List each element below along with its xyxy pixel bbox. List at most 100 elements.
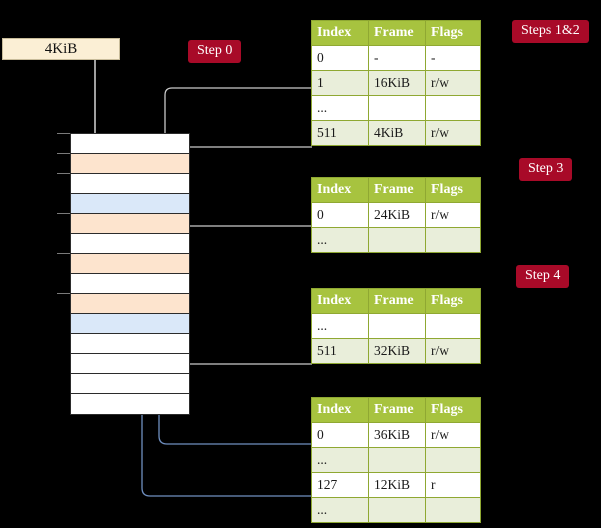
memory-block-0 bbox=[71, 134, 189, 154]
memory-block-11 bbox=[71, 354, 189, 374]
table-row: ... bbox=[311, 95, 481, 121]
memory-tick-2 bbox=[57, 173, 70, 174]
cell-flags: r bbox=[425, 472, 481, 498]
cell-index: ... bbox=[311, 227, 369, 253]
memory-block-2 bbox=[71, 174, 189, 194]
cell-index: 0 bbox=[311, 202, 369, 228]
memory-tick-3 bbox=[57, 213, 70, 214]
column-header-flags: Flags bbox=[425, 20, 481, 46]
cell-flags bbox=[425, 497, 481, 523]
memory-block-10 bbox=[71, 334, 189, 354]
table-header-row: Index Frame Flags bbox=[311, 20, 481, 46]
column-header-frame: Frame bbox=[368, 20, 426, 46]
cell-flags: r/w bbox=[425, 202, 481, 228]
table-row: ... bbox=[311, 227, 481, 253]
memory-block-13 bbox=[71, 394, 189, 414]
cell-frame bbox=[368, 313, 426, 339]
physical-memory-column bbox=[70, 133, 190, 415]
column-header-flags: Flags bbox=[425, 397, 481, 423]
cell-frame: 12KiB bbox=[368, 472, 426, 498]
cell-index: 1 bbox=[311, 70, 369, 96]
column-header-flags: Flags bbox=[425, 177, 481, 203]
table-row: ... bbox=[311, 497, 481, 523]
wire-steps12-b bbox=[176, 146, 312, 159]
source-size-label: 4KiB bbox=[44, 41, 78, 57]
memory-tick-4 bbox=[57, 253, 70, 254]
cell-frame bbox=[368, 447, 426, 473]
memory-block-1 bbox=[71, 154, 189, 174]
cell-flags bbox=[425, 447, 481, 473]
column-header-index: Index bbox=[311, 397, 369, 423]
badge-step-0: Step 0 bbox=[188, 40, 242, 63]
cell-flags bbox=[425, 227, 481, 253]
table-header-row: Index Frame Flags bbox=[311, 177, 481, 203]
cell-index: ... bbox=[311, 497, 369, 523]
cell-flags: r/w bbox=[425, 70, 481, 96]
memory-block-8 bbox=[71, 294, 189, 314]
table-row: ... bbox=[311, 447, 481, 473]
memory-block-3 bbox=[71, 194, 189, 214]
memory-tick-1 bbox=[57, 153, 70, 154]
memory-block-7 bbox=[71, 274, 189, 294]
cell-index: 511 bbox=[311, 338, 369, 364]
cell-frame: 4KiB bbox=[368, 120, 426, 146]
memory-tick-5 bbox=[57, 293, 70, 294]
badge-step-4: Step 4 bbox=[516, 265, 570, 288]
cell-frame: 36KiB bbox=[368, 422, 426, 448]
cell-frame: 24KiB bbox=[368, 202, 426, 228]
column-header-index: Index bbox=[311, 20, 369, 46]
column-header-index: Index bbox=[311, 177, 369, 203]
wire-step4 bbox=[172, 319, 312, 365]
memory-tick-0 bbox=[57, 133, 70, 134]
cell-frame: - bbox=[368, 45, 426, 71]
column-header-index: Index bbox=[311, 288, 369, 314]
cell-flags: r/w bbox=[425, 338, 481, 364]
table-header-row: Index Frame Flags bbox=[311, 397, 481, 423]
cell-flags bbox=[425, 313, 481, 339]
memory-block-12 bbox=[71, 374, 189, 394]
cell-frame: 16KiB bbox=[368, 70, 426, 96]
cell-index: ... bbox=[311, 313, 369, 339]
cell-flags: r/w bbox=[425, 120, 481, 146]
table-header-row: Index Frame Flags bbox=[311, 288, 481, 314]
table-row: ... bbox=[311, 313, 481, 339]
column-header-frame: Frame bbox=[368, 288, 426, 314]
cell-index: 0 bbox=[311, 45, 369, 71]
cell-flags: - bbox=[425, 45, 481, 71]
cell-index: ... bbox=[311, 95, 369, 121]
cell-flags bbox=[425, 95, 481, 121]
table-row: 0-- bbox=[311, 45, 481, 71]
wire-step3 bbox=[176, 225, 312, 255]
cell-frame: 32KiB bbox=[368, 338, 426, 364]
cell-frame bbox=[368, 227, 426, 253]
cell-index: 0 bbox=[311, 422, 369, 448]
cell-frame bbox=[368, 497, 426, 523]
memory-block-9 bbox=[71, 314, 189, 334]
memory-block-5 bbox=[71, 234, 189, 254]
memory-block-6 bbox=[71, 254, 189, 274]
column-header-flags: Flags bbox=[425, 288, 481, 314]
source-size-box: 4KiB bbox=[2, 38, 120, 60]
badge-step-3: Step 3 bbox=[519, 158, 573, 181]
column-header-frame: Frame bbox=[368, 397, 426, 423]
cell-frame bbox=[368, 95, 426, 121]
column-header-frame: Frame bbox=[368, 177, 426, 203]
badge-steps-1-2: Steps 1&2 bbox=[512, 20, 589, 43]
cell-index: 511 bbox=[311, 120, 369, 146]
cell-index: 127 bbox=[311, 472, 369, 498]
